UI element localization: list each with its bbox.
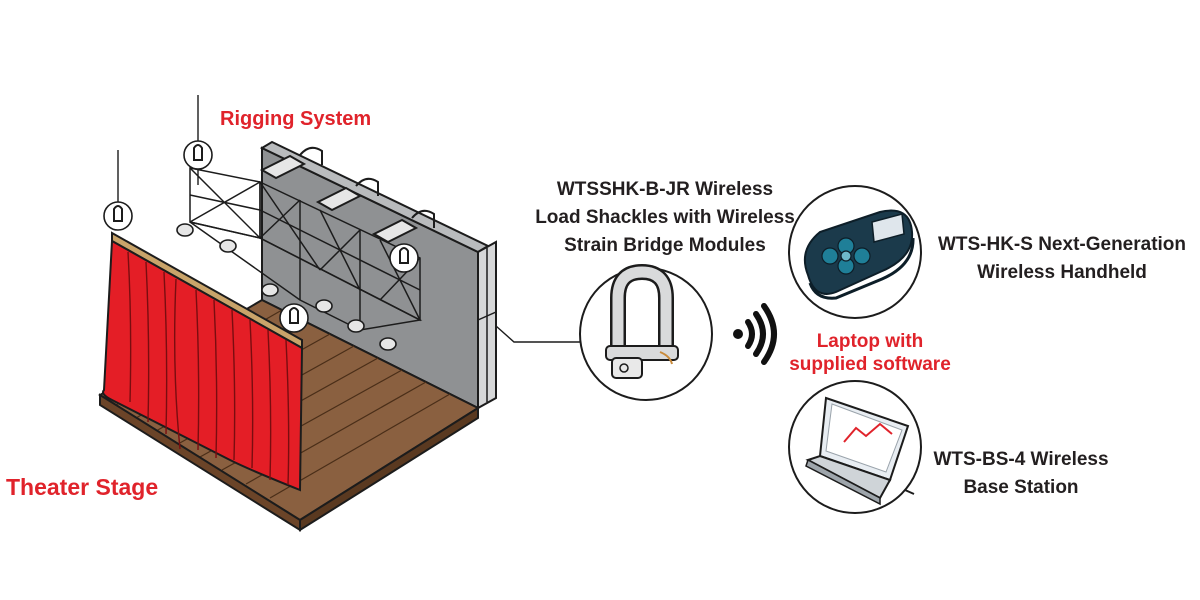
- handheld-icon: [788, 185, 922, 319]
- laptop-label: Laptop with supplied software: [770, 330, 970, 376]
- shackle-label-line-3: Strain Bridge Modules: [564, 235, 766, 256]
- theater-stage-label: Theater Stage: [6, 474, 159, 500]
- handheld-label: WTS-HK-S Next-Generation Wireless Handhe…: [922, 231, 1200, 287]
- wall-lights: [259, 146, 435, 244]
- rigging-system-label: Rigging System: [220, 108, 372, 130]
- shackle-label: WTSSHK-B-JR Wireless Load Shackles with …: [500, 176, 830, 260]
- rigging-truss: [189, 167, 423, 331]
- base-station-label: WTS-BS-4 Wireless Base Station: [916, 446, 1126, 502]
- handheld-label-line-1: WTS-HK-S Next-Generation: [937, 234, 1187, 255]
- shackle-icon: [579, 263, 713, 401]
- shackle-label-line-2: Load Shackles with Wireless: [535, 207, 795, 228]
- shackle-markers: [103, 140, 419, 333]
- wireless-signal-icon: [733, 303, 777, 365]
- laptop-label-line-1: Laptop with: [816, 331, 924, 352]
- laptop-label-line-2: supplied software: [789, 354, 951, 375]
- theater-stage-illustration: [98, 95, 497, 532]
- handheld-label-line-2: Wireless Handheld: [977, 262, 1147, 283]
- base-station-label-line-2: Base Station: [963, 477, 1079, 498]
- shackle-label-line-1: WTSSHK-B-JR Wireless: [556, 179, 774, 200]
- base-station-label-line-1: WTS-BS-4 Wireless: [933, 449, 1109, 470]
- laptop-icon: [788, 380, 922, 514]
